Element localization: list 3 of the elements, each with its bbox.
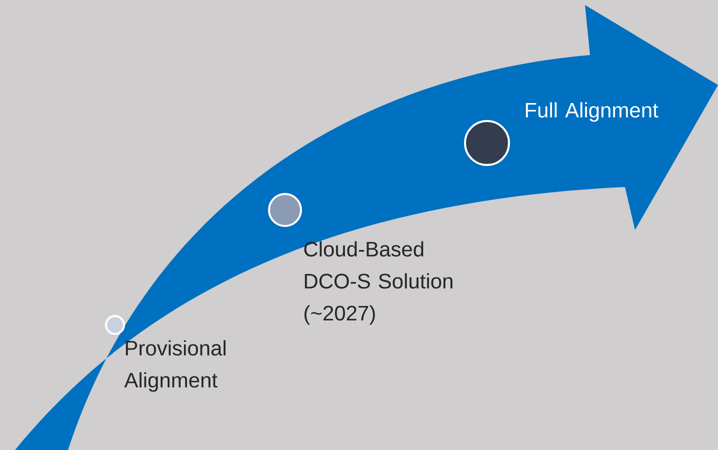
milestone-label: Cloud-Based DCO-S Solution (~2027) <box>304 241 452 325</box>
milestone-label: Full Alignment <box>526 102 658 122</box>
milestone-label: Provisional Alignment <box>124 340 226 392</box>
